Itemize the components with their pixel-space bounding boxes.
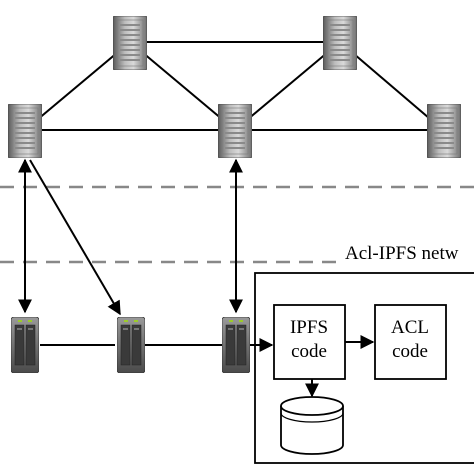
region-label: Acl-IPFS netw <box>345 243 459 264</box>
tower-server-icon[interactable] <box>218 104 252 158</box>
ipfs-code-label-line1: IPFS <box>290 317 328 338</box>
tower-server-icon[interactable] <box>323 16 357 70</box>
acl-code-label-line2: code <box>392 341 428 362</box>
storage-server-icon[interactable] <box>222 317 250 373</box>
tower-server-icon[interactable] <box>113 16 147 70</box>
storage-server-icon[interactable] <box>11 317 39 373</box>
tower-server-icon[interactable] <box>427 104 461 158</box>
acl-ipfs-region <box>254 272 474 464</box>
acl-code-box[interactable] <box>374 304 447 380</box>
acl-code-label-line1: ACL <box>391 317 429 338</box>
ipfs-code-label-line2: code <box>291 341 327 362</box>
link-arrows <box>18 158 243 316</box>
upper-network-edges <box>24 41 444 131</box>
database-icon[interactable] <box>280 396 344 455</box>
tower-server-icon[interactable] <box>8 104 42 158</box>
storage-server-icon[interactable] <box>117 317 145 373</box>
